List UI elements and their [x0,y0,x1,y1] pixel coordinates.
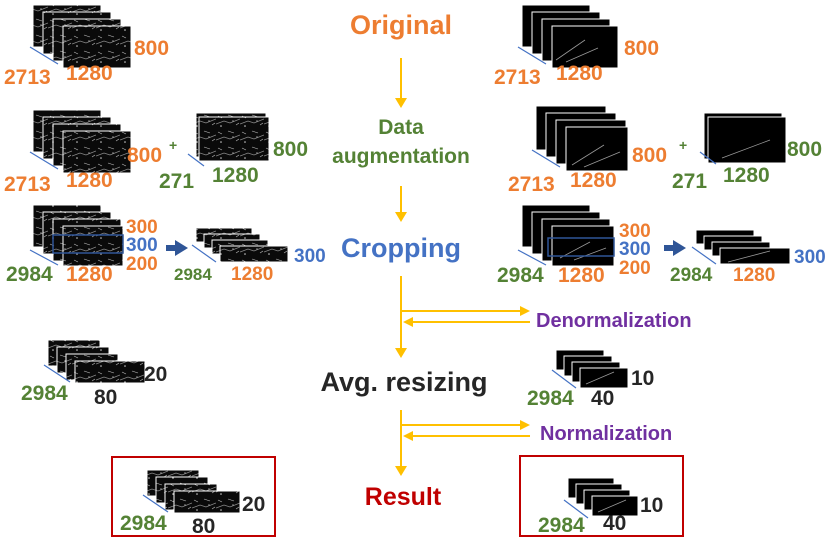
left-crop-box [52,234,124,254]
right-cropped-width: 1280 [733,265,775,286]
right-crop-width: 1280 [558,264,605,287]
step-avg-resizing: Avg. resizing [320,367,487,397]
right-extra-height: 800 [787,138,822,161]
left-original-height: 800 [134,37,169,60]
right-crop-mid: 300 [619,239,651,260]
right-augmented-stack [531,105,629,172]
left-resized-stack [43,339,146,384]
step-denormalization: Denormalization [536,310,692,332]
left-crop-bottom: 200 [126,254,158,275]
left-augmented-height: 800 [127,144,162,167]
left-cropped-depth: 2984 [174,265,212,284]
right-augmented-height: 800 [632,144,667,167]
left-original-width: 1280 [66,62,113,85]
left-extra-depth: 271 [159,170,194,193]
right-crop-arrow [664,240,686,256]
right-extra-width: 1280 [723,164,770,187]
left-original-stack [29,4,132,69]
right-augmented-plus: + [679,137,687,153]
left-extra-height: 800 [273,138,308,161]
right-result-width: 40 [603,512,626,535]
left-column: 800 2713 1280 800 + 2713 1280 800 271 12… [4,4,326,538]
arrow-augmentation-to-cropping [395,186,407,222]
right-crop-bottom: 200 [619,258,651,279]
right-crop-top: 300 [619,221,651,242]
left-crop-depth: 2984 [6,263,53,286]
right-cropped-stack [691,229,791,265]
left-augmented-depth: 2713 [4,173,51,196]
right-original-width: 1280 [556,62,603,85]
step-cropping: Cropping [341,233,461,263]
left-cropped-width: 1280 [231,264,273,285]
left-crop-top: 300 [126,217,158,238]
right-resized-height: 10 [631,367,654,390]
right-original-stack [517,4,619,69]
left-crop-width: 1280 [66,263,113,286]
normalization-loop [401,420,530,441]
left-resized-height: 20 [144,363,167,386]
right-crop-depth: 2984 [497,264,544,287]
arrow-original-to-augmentation [395,58,407,108]
right-resized-width: 40 [591,387,614,410]
right-crop-box [547,237,615,257]
left-cropping-stack [29,204,124,267]
step-original: Original [350,10,452,40]
right-resized-depth: 2984 [527,387,574,410]
center-pipeline: Original Data augmentation Cropping Deno… [320,10,691,511]
right-result-frame [519,455,684,537]
left-cropped-stack [191,227,289,263]
step-data-augmentation-line2: augmentation [332,145,470,168]
right-result-height: 10 [640,494,663,517]
right-cropped-height: 300 [794,247,826,268]
left-augmented-plus: + [169,137,177,153]
right-original-depth: 2713 [494,66,541,89]
left-crop-mid: 300 [126,235,158,256]
left-resized-depth: 2984 [21,382,68,405]
left-augmented-width: 1280 [66,169,113,192]
left-cropped-height: 300 [294,246,326,267]
right-cropping-stack [517,204,615,267]
left-resized-width: 80 [94,386,117,409]
right-extra-depth: 271 [672,170,707,193]
left-result-stack [142,469,241,514]
right-augmented-width: 1280 [570,169,617,192]
left-result-height: 20 [242,493,265,516]
right-result-depth: 2984 [538,514,585,537]
left-crop-arrow [166,240,188,256]
right-augmented-extra-stack [699,112,787,165]
right-cropped-depth: 2984 [670,265,713,286]
step-data-augmentation-line1: Data [378,116,424,139]
left-original-depth: 2713 [4,66,51,89]
arrow-resizing-to-result [395,410,407,476]
left-augmented-extra-stack [187,112,270,167]
left-result-width: 80 [192,515,215,538]
left-extra-width: 1280 [212,164,259,187]
left-augmented-stack [29,109,132,174]
denormalization-loop [401,306,530,327]
left-result-depth: 2984 [120,512,167,535]
step-normalization: Normalization [540,423,672,445]
right-original-height: 800 [624,37,659,60]
right-augmented-depth: 2713 [508,173,555,196]
right-resized-stack [551,349,629,389]
right-result-stack [563,477,639,519]
arrow-cropping-to-resizing [395,276,407,358]
step-result: Result [365,483,442,511]
right-column: 800 2713 1280 800 + 2713 1280 800 271 12… [494,4,826,537]
left-result-frame [111,456,276,537]
